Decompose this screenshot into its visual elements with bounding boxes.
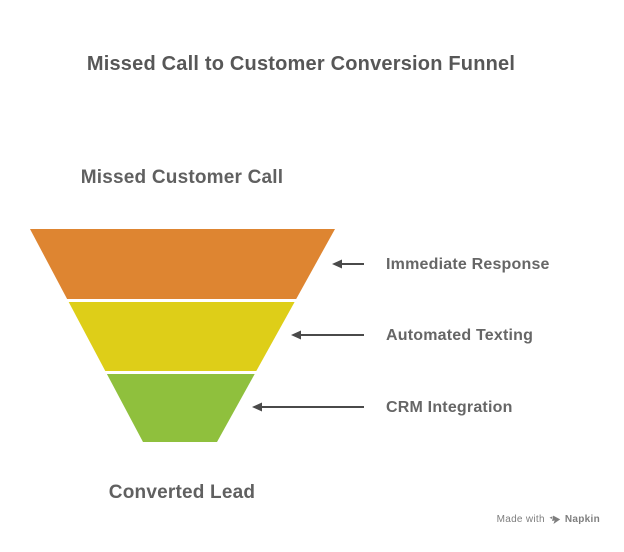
funnel-segment-automated-texting: [68, 302, 295, 371]
arrow-head-icon: [332, 259, 342, 269]
stage-arrow-0: [332, 259, 364, 269]
funnel-segment-immediate-response: [30, 229, 335, 299]
watermark-brand: Napkin: [564, 514, 600, 525]
funnel-input-label: Missed Customer Call: [80, 167, 284, 188]
funnel-output-label: Converted Lead: [108, 482, 256, 503]
stage-label-crm-integration: CRM Integration: [386, 399, 513, 416]
funnel-segment-crm-integration: [106, 374, 255, 442]
stage-arrow-2: [252, 402, 364, 412]
diagram-title: Missed Call to Customer Conversion Funne…: [86, 53, 516, 75]
arrow-head-icon: [291, 330, 301, 340]
stage-label-immediate-response: Immediate Response: [386, 256, 550, 273]
watermark-text: Made with: [496, 514, 545, 525]
arrow-head-icon: [252, 402, 262, 412]
watermark: Made with Napkin: [497, 513, 600, 526]
napkin-logo-icon: [549, 515, 561, 524]
stage-arrow-1: [291, 330, 364, 340]
stage-label-automated-texting: Automated Texting: [386, 327, 534, 344]
